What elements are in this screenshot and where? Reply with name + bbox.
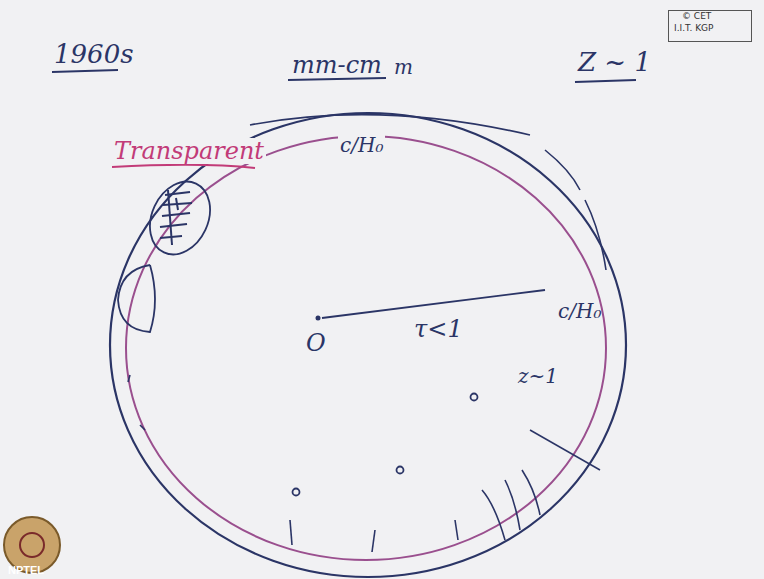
transparent-label: Transparent — [112, 138, 266, 164]
watermark: © CET — [680, 12, 713, 22]
horizon-label: c/H₀ — [556, 300, 603, 322]
redshift-label: Z ~ 1 — [576, 48, 653, 77]
year-label: 1960s — [52, 40, 136, 69]
redshift-label: z~1 — [516, 365, 560, 387]
horizon-label: c/H₀ — [338, 134, 385, 156]
inner-circle — [126, 136, 606, 560]
wavelength-label: mm-cm — [290, 52, 384, 78]
outer-circle — [110, 113, 626, 577]
logo-text: NPTEL — [6, 564, 46, 576]
optical-depth-label: τ<1 — [412, 316, 465, 342]
watermark: I.I.T. KGP — [672, 24, 716, 34]
observer-label: O — [304, 330, 328, 356]
unit-label: m — [392, 56, 415, 78]
